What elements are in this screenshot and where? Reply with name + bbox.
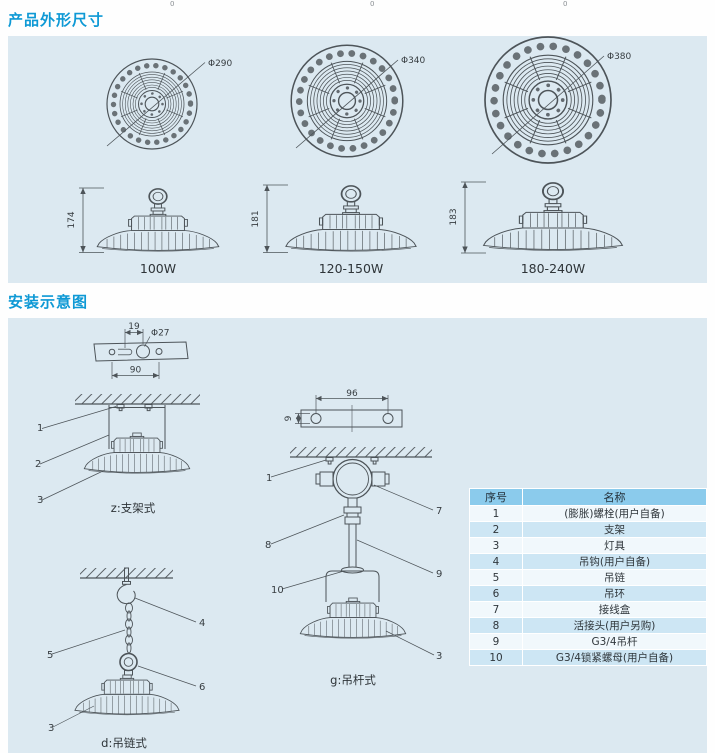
- part-label-3: 3: [48, 723, 54, 734]
- row-no: 3: [469, 537, 523, 554]
- top-edge-mark: 0: [170, 0, 175, 8]
- row-no: 10: [469, 649, 523, 666]
- part-label-8: 8: [265, 540, 271, 551]
- power-label-100w: 100W: [140, 261, 176, 276]
- side-view-150w: [286, 186, 416, 251]
- row-no: 2: [469, 521, 523, 538]
- parts-table-header-row: 序号 名称: [469, 488, 707, 506]
- diameter-label-240w: Φ380: [607, 52, 632, 62]
- row-name: 吊钩(用户自备): [522, 553, 707, 570]
- rod-mount-caption: g:吊杆式: [330, 673, 376, 687]
- row-name: 吊链: [522, 569, 707, 586]
- part-label-3: 3: [37, 495, 43, 506]
- row-name: 支架: [522, 521, 707, 538]
- row-no: 6: [469, 585, 523, 602]
- part-label-4: 4: [199, 618, 205, 629]
- bracket-plate-drawing: [93, 329, 189, 379]
- bracket-spacing-dim: 90: [130, 366, 142, 376]
- header-no: 序号: [469, 488, 523, 506]
- row-no: 1: [469, 505, 523, 522]
- side-view-100w: [97, 189, 219, 251]
- ceiling-hatch: [290, 447, 432, 457]
- part-label-3: 3: [436, 651, 442, 662]
- diameter-label-100w: Φ290: [208, 59, 233, 69]
- height-label-150w: 181: [251, 210, 261, 227]
- diameter-leader-lines: [106, 55, 605, 155]
- bracket-mount-caption: z:支架式: [111, 501, 156, 515]
- part-label-2: 2: [35, 459, 41, 470]
- section-title-product-dimensions: 产品外形尺寸: [8, 11, 105, 29]
- part-label-6: 6: [199, 682, 205, 693]
- row-no: 8: [469, 617, 523, 634]
- row-no: 9: [469, 633, 523, 650]
- row-name: G3/4吊杆: [522, 633, 707, 650]
- section-title-installation: 安装示意图: [8, 293, 89, 311]
- part-label-9: 9: [436, 569, 442, 580]
- installation-drawing: 19 Φ27 90 1 2 3: [35, 322, 442, 750]
- part-label-5: 5: [47, 650, 53, 661]
- top-view-100w: [107, 59, 197, 149]
- chain-mount-caption: d:吊链式: [101, 736, 147, 750]
- part-label-1: 1: [37, 423, 43, 434]
- ceiling-hatch: [80, 568, 173, 578]
- row-name: 吊环: [522, 585, 707, 602]
- row-name: 活接头(用户另购): [522, 617, 707, 634]
- row-no: 4: [469, 553, 523, 570]
- header-name: 名称: [522, 488, 707, 506]
- height-label-100w: 174: [67, 211, 77, 228]
- rod-plate-hole-dim: 9: [284, 415, 294, 421]
- row-name: 接线盒: [522, 601, 707, 618]
- bracket-hole-dim: Φ27: [151, 329, 170, 339]
- bracket-offset-dim: 19: [128, 322, 140, 332]
- part-label-7: 7: [436, 506, 442, 517]
- row-name: G3/4锁紧螺母(用户自备): [522, 649, 707, 666]
- installation-panel: 19 Φ27 90 1 2 3: [8, 318, 707, 753]
- height-label-240w: 183: [449, 208, 459, 225]
- diameter-label-150w: Φ340: [401, 56, 426, 66]
- top-view-150w: [291, 45, 403, 157]
- table-row: 1(膨胀)螺栓(用户自备): [469, 505, 707, 522]
- row-no: 7: [469, 601, 523, 618]
- side-view-240w: [484, 183, 623, 250]
- top-edge-mark: 0: [563, 0, 568, 8]
- row-no: 5: [469, 569, 523, 586]
- part-label-10: 10: [271, 585, 284, 596]
- height-dimension-lines: [79, 181, 486, 254]
- top-edge-mark: 0: [370, 0, 375, 8]
- row-name: (膨胀)螺栓(用户自备): [522, 505, 707, 522]
- product-dimensions-drawing: Φ290 Φ340 Φ380 174 181 183 100W 120-150W: [67, 36, 632, 276]
- rod-mount-drawing: 96 9: [265, 389, 442, 687]
- part-label-1: 1: [266, 473, 272, 484]
- ceiling-hatch: [75, 394, 200, 404]
- power-label-240w: 180-240W: [521, 261, 586, 276]
- bracket-mount-drawing: 1 2 3 z:支架式: [35, 394, 200, 515]
- rod-plate-spacing-dim: 96: [346, 389, 358, 399]
- product-dimensions-panel: Φ290 Φ340 Φ380 174 181 183 100W 120-150W: [8, 36, 707, 283]
- chain-mount-drawing: 4 5 6 3 d:吊链式: [47, 567, 205, 750]
- power-label-150w: 120-150W: [319, 261, 384, 276]
- row-name: 灯具: [522, 537, 707, 554]
